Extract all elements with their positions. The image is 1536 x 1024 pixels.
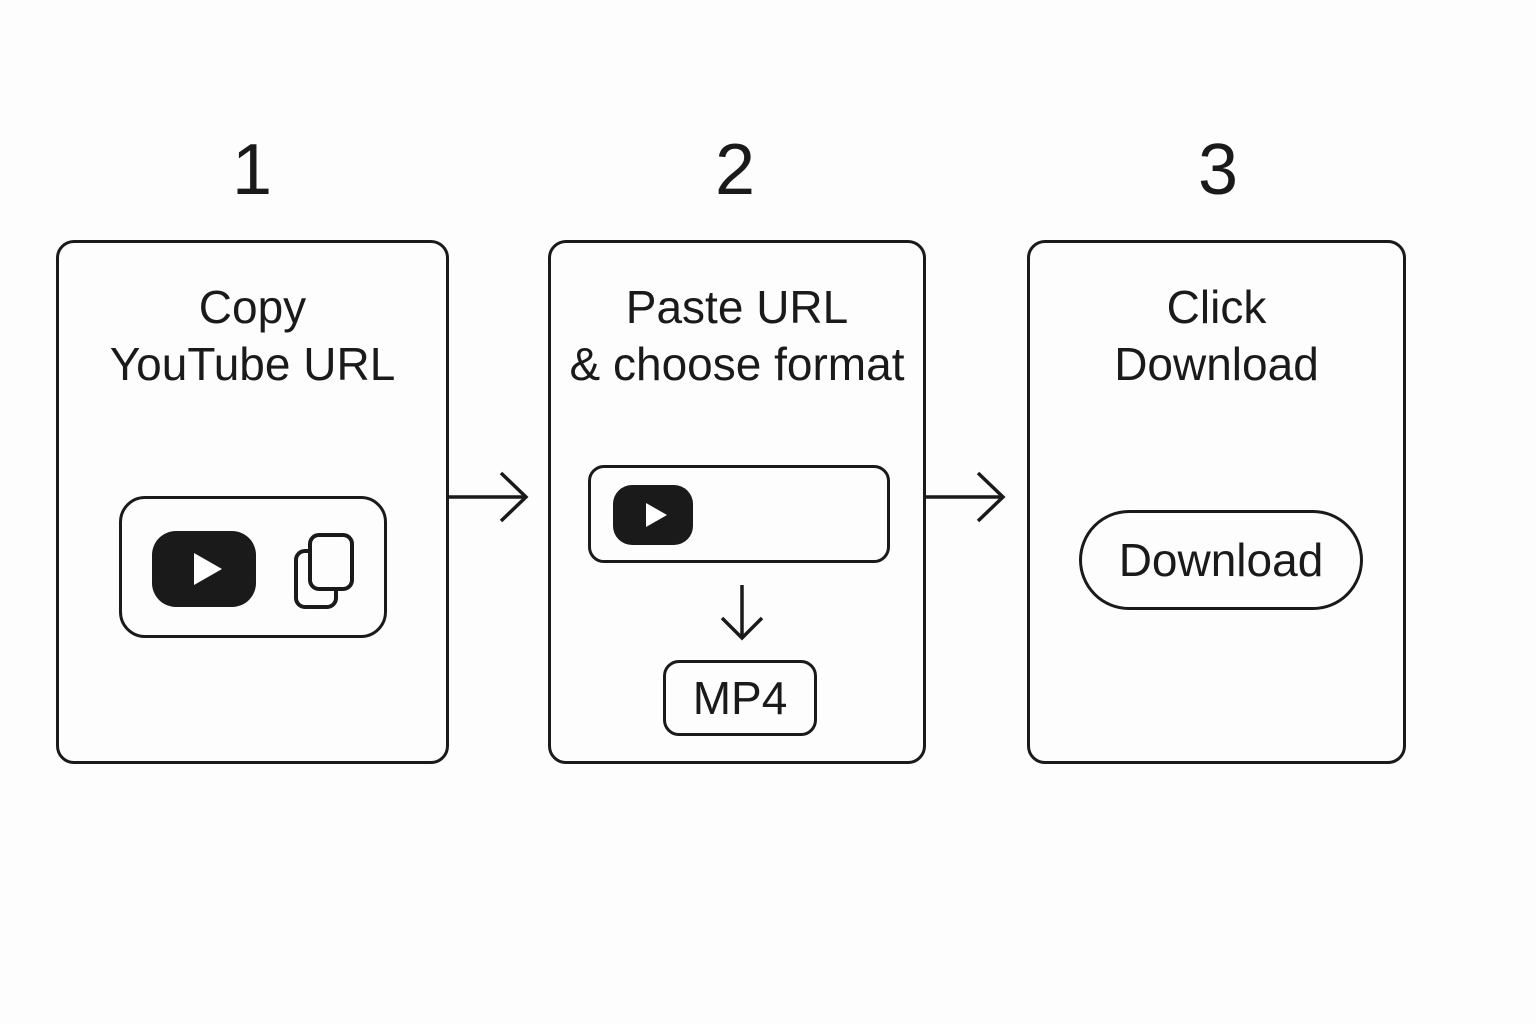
step-3-title-line2: Download — [1114, 338, 1319, 390]
step-3-number: 3 — [1197, 130, 1239, 210]
download-button[interactable]: Download — [1079, 510, 1363, 610]
step-1-title: Copy YouTube URL — [59, 279, 446, 393]
copy-icon — [294, 533, 354, 609]
youtube-play-icon — [613, 485, 693, 545]
step-3-title: Click Download — [1030, 279, 1403, 393]
step-2-title-line1: Paste URL — [625, 281, 849, 333]
step-2-number: 2 — [714, 130, 756, 210]
youtube-play-icon — [152, 531, 256, 607]
step-3-panel: Click Download Download — [1027, 240, 1406, 764]
step-3-title-line1: Click — [1166, 281, 1267, 333]
format-select[interactable]: MP4 — [663, 660, 817, 736]
step-2-title: Paste URL & choose format — [551, 279, 923, 393]
youtube-url-card — [119, 496, 387, 638]
step-1-number: 1 — [231, 130, 273, 210]
step-2-title-line2: & choose format — [569, 338, 905, 390]
url-input[interactable] — [588, 465, 890, 563]
step-1-title-line2: YouTube URL — [109, 338, 396, 390]
arrow-down-icon — [720, 585, 764, 641]
arrow-right-icon — [449, 471, 529, 523]
arrow-right-icon — [926, 471, 1006, 523]
step-2-panel: Paste URL & choose format MP4 — [548, 240, 926, 764]
step-1-title-line1: Copy — [198, 281, 307, 333]
step-1-panel: Copy YouTube URL — [56, 240, 449, 764]
